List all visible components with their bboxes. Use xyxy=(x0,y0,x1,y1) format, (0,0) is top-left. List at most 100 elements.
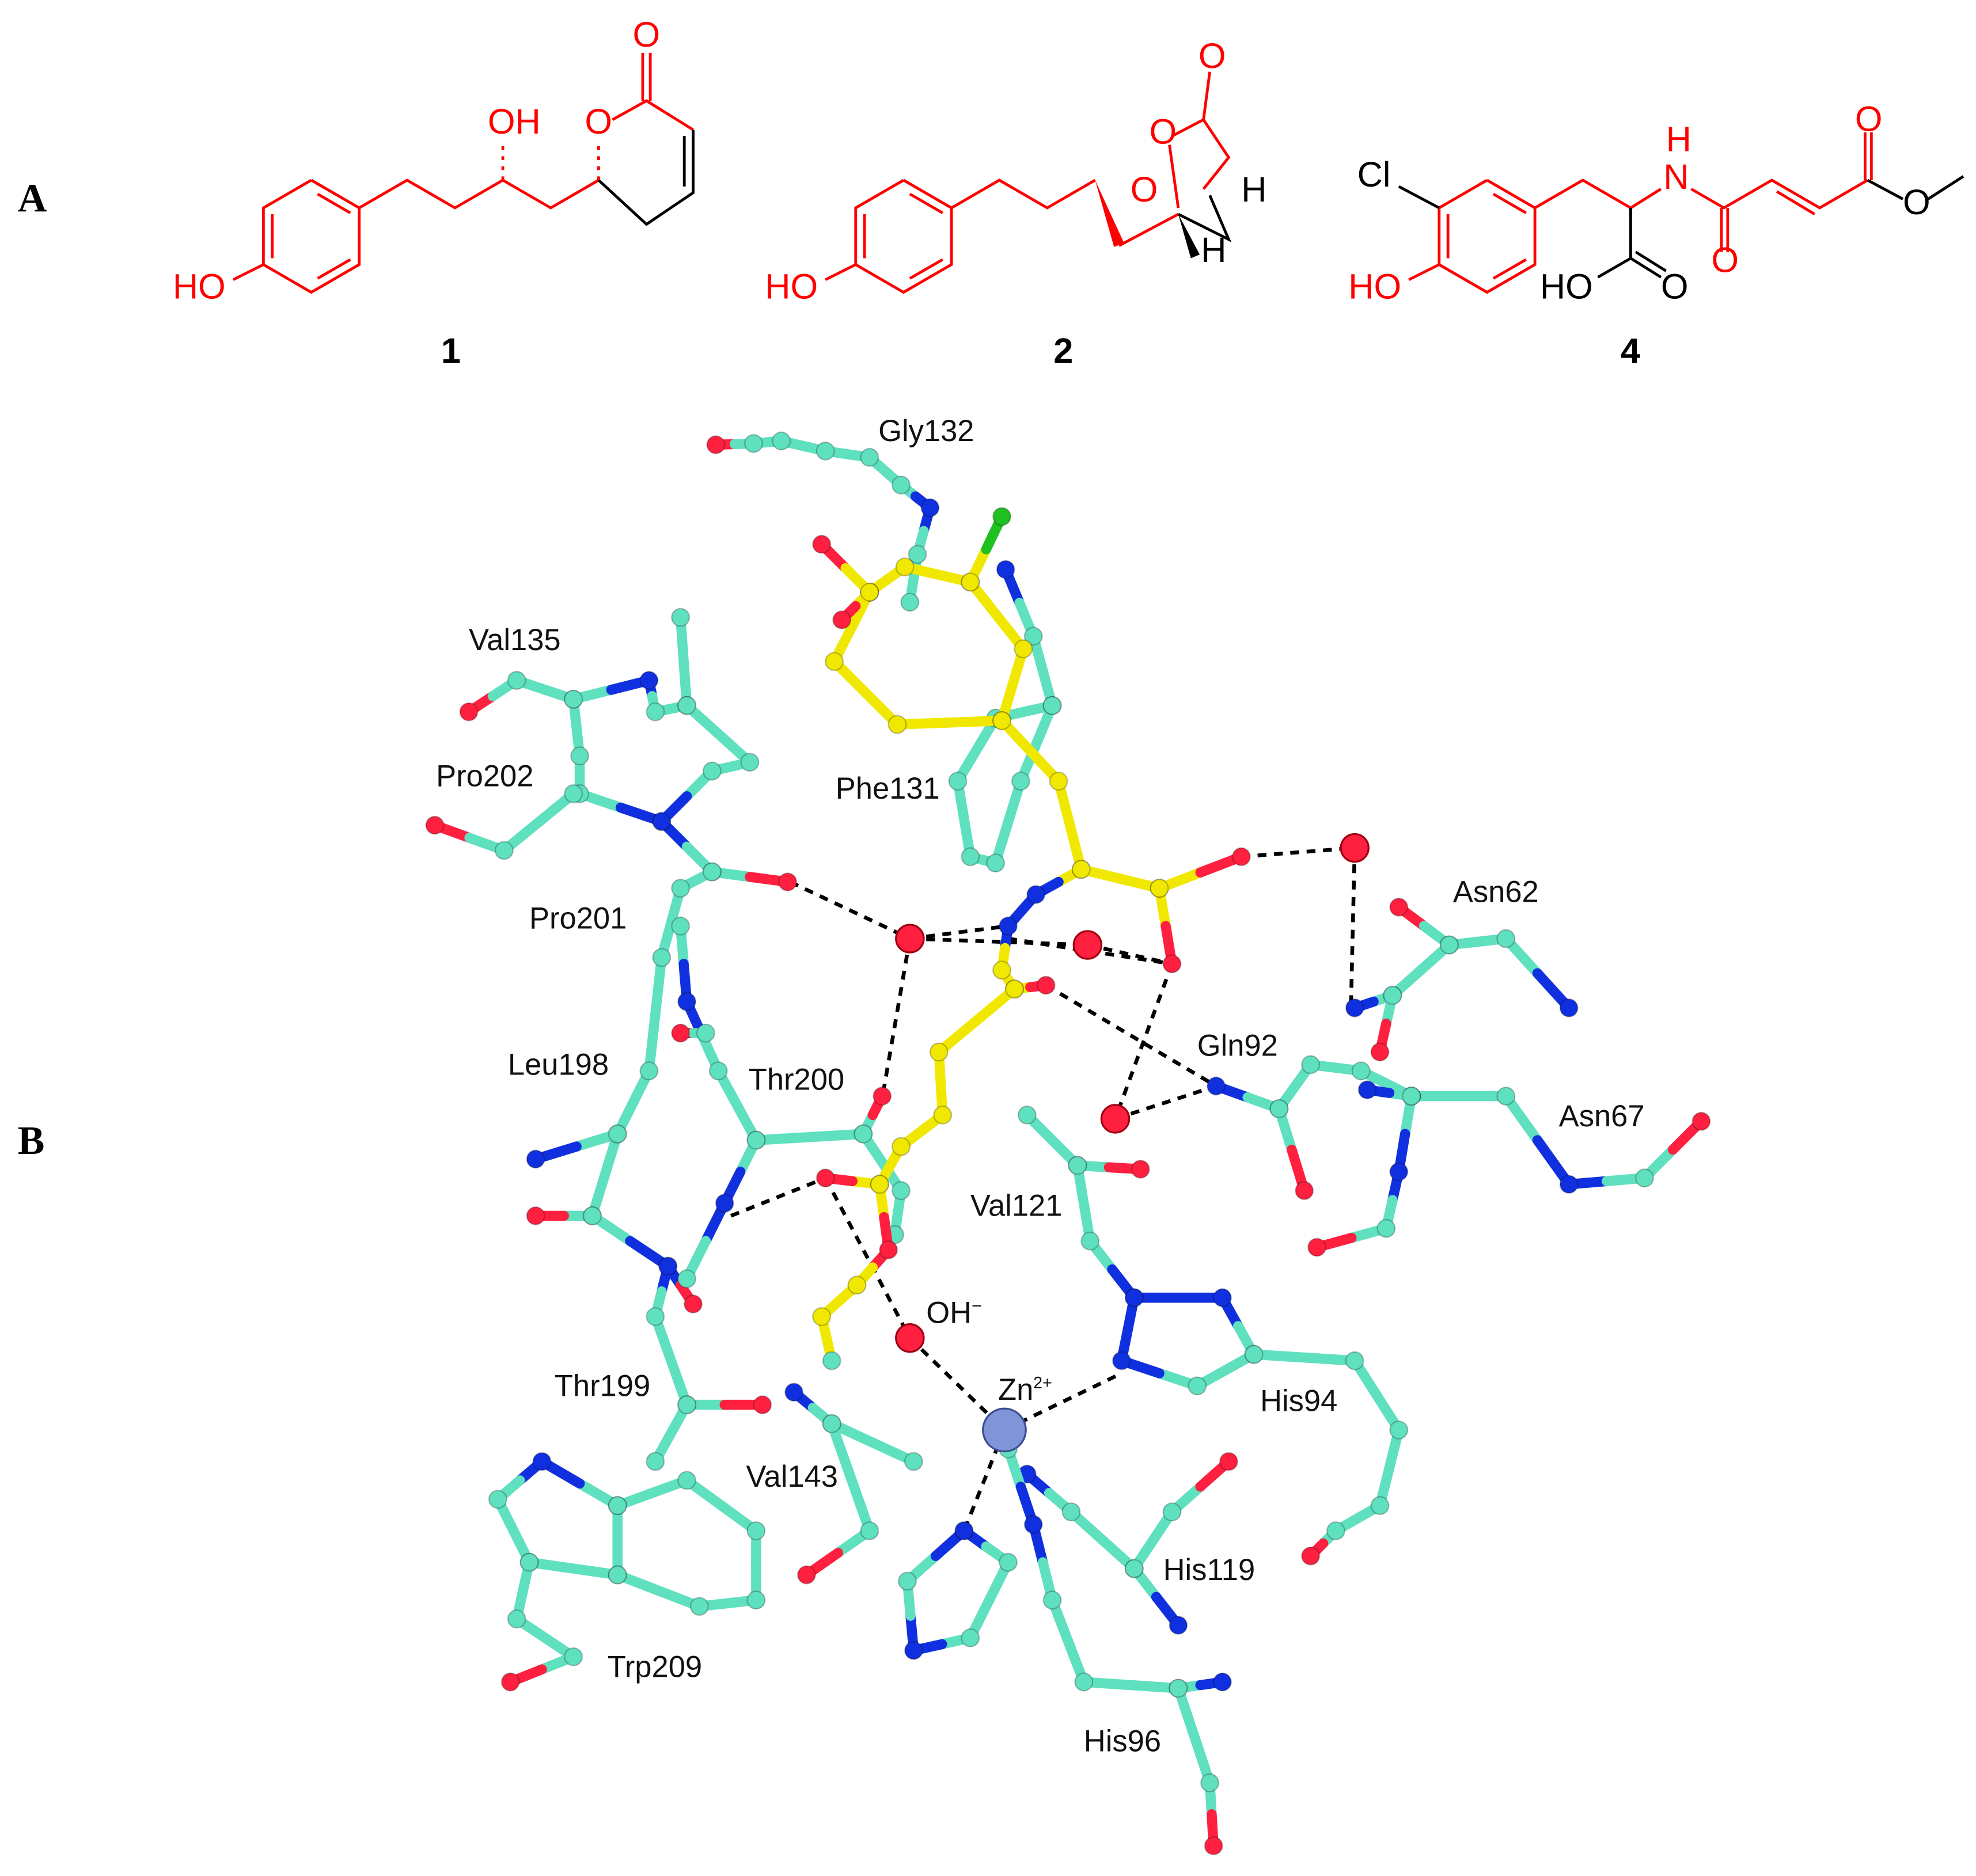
atom xyxy=(999,1552,1018,1572)
hydrogen-bond xyxy=(824,1177,912,1339)
atom xyxy=(526,1149,545,1169)
atom xyxy=(706,435,726,454)
compound-1-ring-o: O xyxy=(585,102,612,141)
atom xyxy=(961,572,980,592)
atom xyxy=(1169,1616,1188,1635)
atom xyxy=(1213,1288,1232,1308)
bond xyxy=(845,1472,875,1536)
hydrogen-bond xyxy=(908,1336,1006,1431)
atom xyxy=(608,1496,627,1516)
residue-sticks xyxy=(425,784,583,860)
atom xyxy=(1014,639,1033,659)
atom xyxy=(999,916,1018,936)
compound-2-structure: O O O H H HO xyxy=(765,36,1266,306)
compound-1-structure: HO OH O O xyxy=(173,15,695,306)
atom xyxy=(526,1206,545,1225)
atom xyxy=(696,1023,715,1043)
residue-sticks xyxy=(1068,1156,1264,1396)
atom xyxy=(1169,1678,1188,1698)
atom xyxy=(1023,1515,1043,1534)
residue-sticks xyxy=(898,1521,1018,1660)
atom xyxy=(954,1521,974,1540)
compound-2-carbonyl-o: O xyxy=(1199,36,1226,75)
atom xyxy=(929,1042,949,1062)
residue-label-pro202: Pro202 xyxy=(436,759,533,793)
atom xyxy=(702,761,722,781)
residue-sticks xyxy=(797,1414,879,1585)
compound-4-acid-o: O xyxy=(1661,267,1689,306)
atom xyxy=(1559,998,1579,1017)
atom xyxy=(772,431,791,451)
hydrogen-bond xyxy=(1113,963,1174,1120)
atom xyxy=(892,1181,911,1201)
compound-4-ester-o: O xyxy=(1903,183,1931,222)
active-site-model xyxy=(425,431,1711,1855)
atom xyxy=(1376,1218,1396,1238)
water-oxygen xyxy=(895,924,925,954)
water-oxygen xyxy=(1340,833,1370,863)
atom xyxy=(507,1609,526,1629)
atom xyxy=(1389,1162,1409,1182)
hydrogen-bond xyxy=(1087,943,1173,966)
residue-sticks xyxy=(671,1023,715,1043)
atom xyxy=(1207,1076,1226,1096)
atom xyxy=(671,916,691,936)
atom xyxy=(1351,1061,1371,1081)
atom xyxy=(822,1414,841,1433)
atom xyxy=(1023,626,1043,646)
residue-sticks xyxy=(526,1124,627,1169)
atom xyxy=(740,753,760,772)
atom xyxy=(1204,1836,1223,1855)
hydrogen-bond xyxy=(909,936,1088,947)
compound-2-ho: HO xyxy=(765,267,818,306)
compound-2-h2: H xyxy=(1201,230,1226,269)
atom xyxy=(583,1206,602,1225)
compound-4-acid-ho: HO xyxy=(1540,267,1593,306)
atom xyxy=(933,1106,953,1125)
atom xyxy=(746,1590,766,1610)
atom xyxy=(646,1452,665,1471)
residue-sticks xyxy=(1244,1345,1409,1566)
bond xyxy=(1532,1135,1574,1190)
atom xyxy=(854,1124,873,1144)
residue-sticks xyxy=(1357,1080,1421,1106)
ligand-fragment xyxy=(812,534,879,629)
atom xyxy=(1219,1452,1238,1471)
water-oxygen xyxy=(1072,930,1103,960)
atom xyxy=(860,447,879,467)
atom xyxy=(1200,1773,1220,1793)
atom xyxy=(1017,1106,1037,1125)
atom xyxy=(608,1124,627,1144)
atom xyxy=(1402,1087,1421,1106)
atom xyxy=(873,1087,892,1106)
atom xyxy=(1080,1231,1100,1251)
atom xyxy=(825,652,844,671)
atom xyxy=(1042,1590,1062,1610)
atom xyxy=(1188,1376,1207,1396)
atom xyxy=(684,1294,703,1314)
atom xyxy=(1389,897,1409,917)
atom xyxy=(570,746,589,766)
compound-2-ring-o: O xyxy=(1150,112,1177,151)
atom xyxy=(1439,935,1459,955)
atom xyxy=(425,815,445,835)
water-oxygen xyxy=(1100,1104,1131,1134)
atom xyxy=(1026,885,1046,904)
residue-sticks xyxy=(646,1395,696,1471)
atom xyxy=(532,1452,552,1471)
compound-1-oh: OH xyxy=(488,102,541,141)
atom xyxy=(507,671,526,690)
atom xyxy=(646,1307,665,1326)
atom xyxy=(892,475,911,495)
atom xyxy=(1036,975,1056,995)
atom xyxy=(639,671,659,690)
residue-sticks xyxy=(948,560,1062,873)
atom xyxy=(1231,847,1251,867)
atom xyxy=(784,1383,803,1402)
atom xyxy=(746,1521,766,1540)
atom xyxy=(1213,1672,1232,1692)
residue-sticks xyxy=(500,1552,583,1692)
atom xyxy=(652,812,672,831)
atom xyxy=(564,689,583,709)
